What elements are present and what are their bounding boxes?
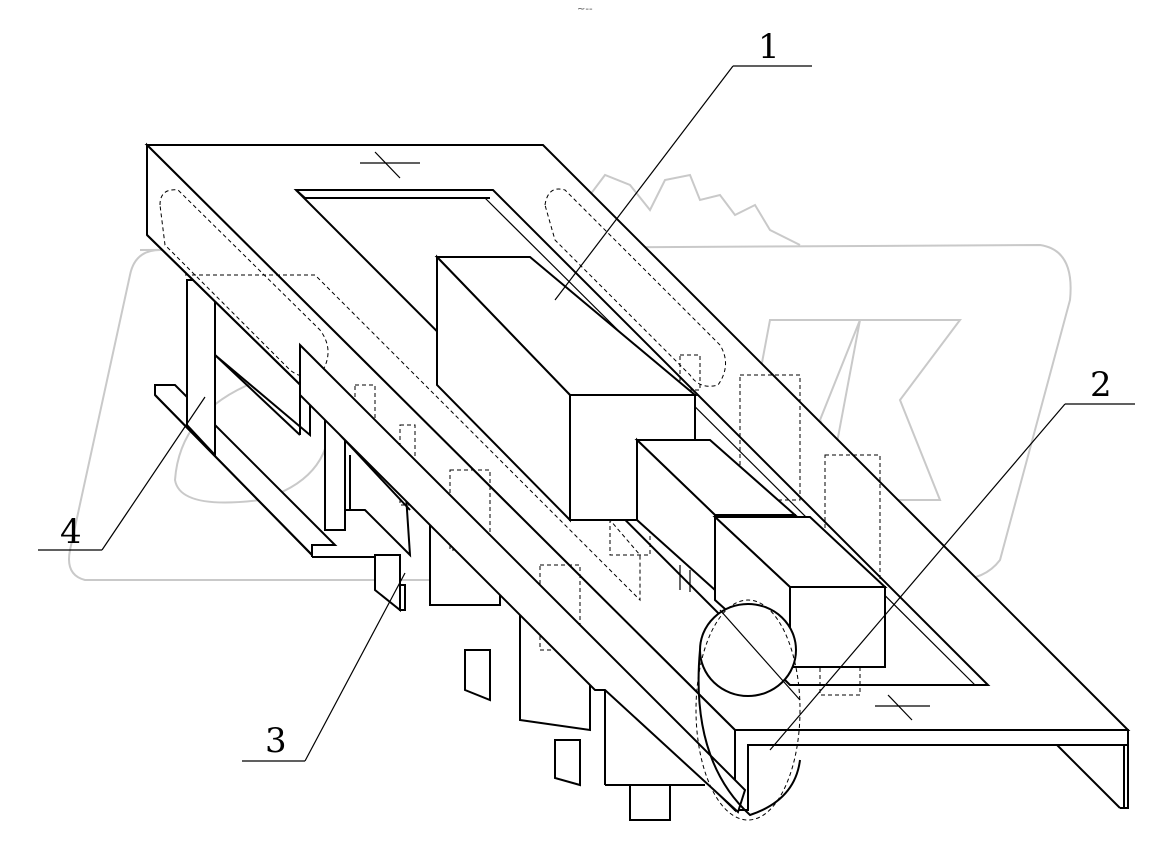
callout-2: 2 bbox=[1090, 365, 1112, 405]
callout-3: 3 bbox=[265, 721, 287, 761]
bracket-channel bbox=[1048, 737, 1129, 809]
callout-1: 1 bbox=[758, 27, 780, 67]
header-mark: ~-- bbox=[577, 4, 593, 15]
leader-lines bbox=[38, 65, 1135, 762]
callout-4: 4 bbox=[60, 512, 82, 552]
cylinder-part bbox=[299, 342, 801, 821]
